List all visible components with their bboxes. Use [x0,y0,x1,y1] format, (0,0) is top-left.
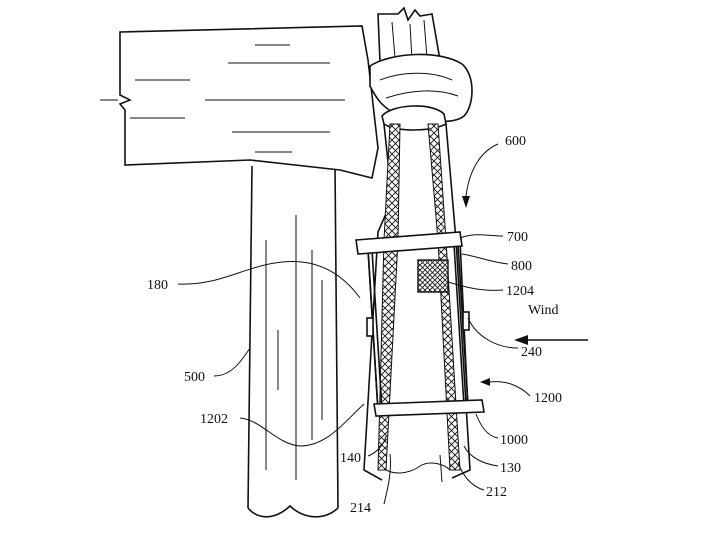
reference-labels: 600 700 800 1204 Wind 180 240 500 1200 1… [147,134,562,516]
label-212: 212 [486,485,507,500]
label-214: 214 [350,501,371,516]
member-top [370,8,472,130]
label-700: 700 [507,230,528,245]
post-500 [248,166,338,517]
band-1000 [374,400,484,416]
label-1200: 1200 [534,391,562,406]
label-800: 800 [511,259,532,274]
label-180: 180 [147,278,168,293]
label-1202: 1202 [200,412,228,427]
label-500: 500 [184,370,205,385]
clip-left [367,318,373,336]
tube-member [364,124,470,482]
label-1000: 1000 [500,433,528,448]
label-140: 140 [340,451,361,466]
label-240: 240 [521,345,542,360]
clip-right [463,312,469,330]
label-600: 600 [505,134,526,149]
label-wind: Wind [528,303,559,318]
top-board [100,26,378,178]
label-130: 130 [500,461,521,476]
label-1204: 1204 [506,284,534,299]
sensor-1204 [418,260,448,292]
